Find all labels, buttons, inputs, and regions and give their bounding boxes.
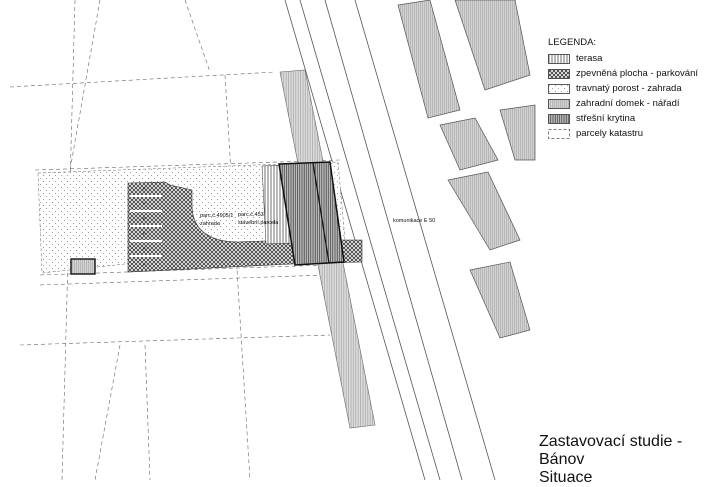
parcel-label-b-use: stavební parcela — [238, 220, 279, 226]
legend: LEGENDA: terasa zpevněná plocha - parkov… — [548, 38, 698, 142]
roof-swatch-icon — [548, 113, 570, 124]
house-roof — [278, 161, 345, 266]
parking-stalls — [130, 195, 162, 257]
legend-label: střešní krytina — [576, 112, 636, 124]
cadastral-lines — [9, 0, 341, 480]
road-label: komunikace E 50 — [393, 218, 435, 224]
roof-ridge — [312, 162, 330, 264]
legend-label: travnatý porost - zahrada — [576, 82, 682, 94]
svg-text:P: P — [143, 262, 146, 267]
shed-swatch-icon — [548, 98, 570, 109]
drawing-title: Zastavovací studie - Bánov — [539, 433, 683, 468]
svg-text:P: P — [143, 246, 146, 251]
legend-item-terasa: terasa — [548, 52, 698, 66]
svg-text:P: P — [143, 201, 146, 206]
garden-shed — [70, 258, 96, 275]
parking-stall-numbers: P P P P P P — [143, 186, 146, 267]
parcel-swatch-icon — [548, 128, 570, 139]
legend-item-zpevnena: zpevněná plocha - parkování — [548, 67, 698, 81]
svg-text:P: P — [143, 216, 146, 221]
parcel-label-b: parc.č.453 — [238, 212, 264, 218]
grass-swatch-icon — [548, 83, 570, 94]
legend-item-parcely: parcely katastru — [548, 127, 698, 141]
legend-label: zpevněná plocha - parkování — [576, 67, 698, 79]
paved-swatch-icon — [548, 68, 570, 79]
svg-text:P: P — [143, 231, 146, 236]
legend-label: parcely katastru — [576, 127, 644, 139]
parcel-label-a: parc.č.4905/1 — [200, 213, 233, 219]
legend-item-domek: zahradní domek - nářadí — [548, 97, 698, 111]
parcel-label-a-use: zahrada — [200, 221, 221, 227]
drawing-caption: Zastavovací studie - Bánov Situace — [539, 433, 720, 487]
legend-title: LEGENDA: — [548, 37, 597, 48]
terrace-swatch-icon — [548, 53, 570, 64]
legend-label: zahradní domek - nářadí — [576, 97, 680, 109]
drawing-subtitle: Situace — [539, 469, 593, 486]
road-lines — [284, 0, 496, 480]
svg-text:P: P — [143, 186, 146, 191]
legend-label: terasa — [576, 52, 603, 64]
legend-item-travnaty: travnatý porost - zahrada — [548, 82, 698, 96]
legend-item-krytina: střešní krytina — [548, 112, 698, 126]
neighbour-houses — [397, 0, 536, 339]
